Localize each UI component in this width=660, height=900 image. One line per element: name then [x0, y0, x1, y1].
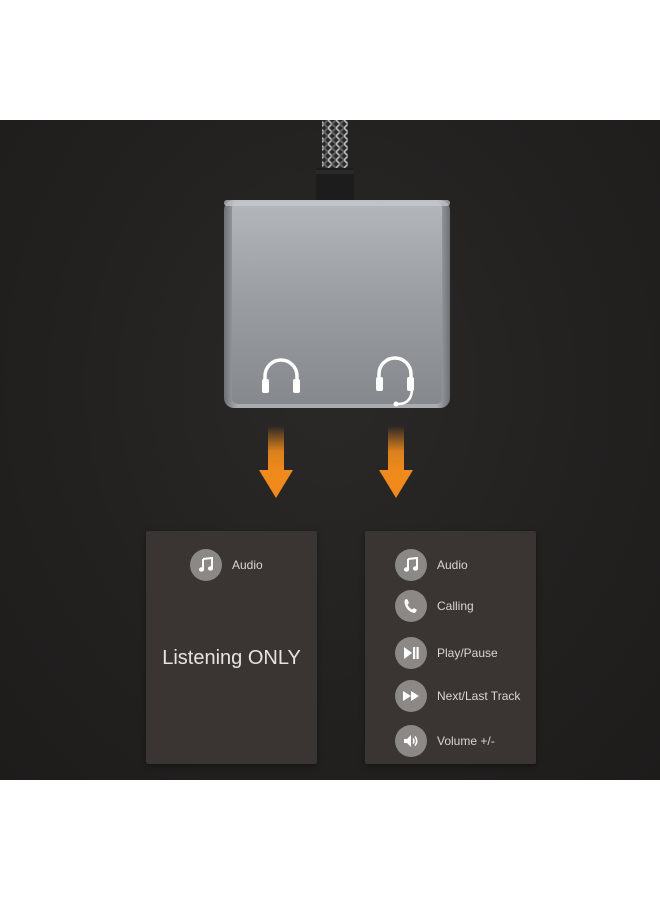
list-item: Calling [395, 590, 474, 622]
listening-only-caption: Listening ONLY [162, 647, 301, 669]
music-note-icon [190, 549, 222, 581]
braided-cable [322, 120, 348, 172]
headphones-icon [262, 358, 300, 393]
volume-icon [395, 725, 427, 757]
headset-mic-icon [376, 356, 414, 407]
product-scene: Audio Listening ONLY Audio Calling Play/… [0, 120, 660, 780]
next-track-icon [395, 680, 427, 712]
item-label: Volume +/- [437, 734, 495, 748]
music-note-icon [395, 549, 427, 581]
arrow-right [379, 426, 413, 498]
listening-only-panel: Audio Listening ONLY [146, 531, 317, 764]
list-item: Audio [395, 549, 468, 581]
item-label: Calling [437, 599, 474, 613]
list-item: Play/Pause [395, 637, 498, 669]
list-item: Audio [190, 549, 263, 581]
cable-strain-relief [316, 168, 354, 202]
item-label: Next/Last Track [437, 689, 521, 703]
arrow-left [259, 426, 293, 498]
adapter-illustration [224, 120, 450, 498]
phone-icon [395, 590, 427, 622]
play-pause-icon [395, 637, 427, 669]
adapter-body [224, 200, 450, 408]
list-item: Next/Last Track [395, 680, 520, 712]
item-label: Play/Pause [437, 646, 498, 660]
full-function-panel: Audio Calling Play/Pause Next/Last Track… [365, 531, 536, 764]
list-item: Volume +/- [395, 725, 495, 757]
item-label: Audio [232, 558, 263, 572]
item-label: Audio [437, 558, 468, 572]
